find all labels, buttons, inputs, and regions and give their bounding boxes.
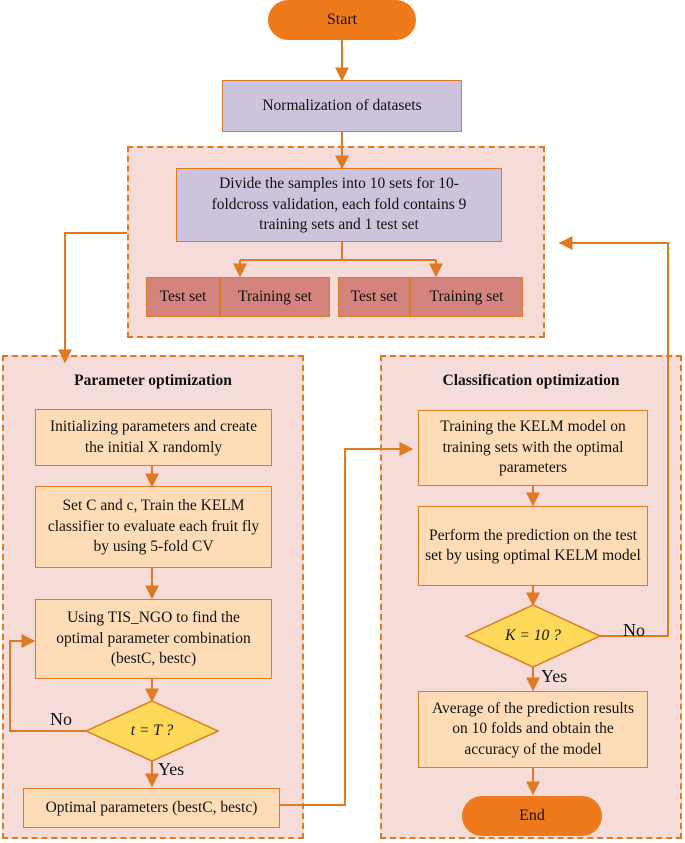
- decision-t-yes-label: Yes: [158, 759, 185, 779]
- decision-k-yes-label: Yes: [541, 666, 568, 686]
- decision-diamond-k: [464, 604, 602, 668]
- optimal-parameters-box: Optimal parameters (bestC, bestc): [23, 788, 280, 828]
- average-results-box: Average of the prediction results on 10 …: [418, 691, 648, 768]
- test-set-1: Test set: [146, 277, 220, 317]
- arrow-decision-loop: [558, 236, 669, 637]
- decision-k-label: K = 10 ?: [505, 627, 561, 644]
- decision-t-no-label: No: [50, 709, 72, 729]
- initialize-parameters-box: Initializing parameters and create the i…: [35, 409, 272, 466]
- decision-t-label: t = T ?: [130, 722, 174, 739]
- test-set-2: Test set: [338, 277, 410, 317]
- tis-ngo-search-box: Using TIS_NGO to find the optimal parame…: [35, 599, 272, 679]
- train-kelm-box: Training the KELM model on training sets…: [418, 410, 648, 486]
- training-set-1: Training set: [220, 277, 330, 317]
- divide-samples-box: Divide the samples into 10 sets for 10-f…: [176, 168, 502, 242]
- classification-optimization-title: Classification optimization: [442, 372, 620, 389]
- end-terminal: End: [462, 796, 602, 836]
- parameter-optimization-title: Parameter optimization: [74, 372, 232, 389]
- training-set-2: Training set: [410, 277, 523, 317]
- decision-diamond-t: [84, 700, 220, 762]
- start-terminal: Start: [268, 0, 416, 40]
- arrow-decision-no: [9, 634, 86, 732]
- arrow-optimal-train: [280, 442, 414, 806]
- normalization-box: Normalization of datasets: [222, 80, 462, 132]
- arrow-to-parameter: [58, 232, 127, 364]
- arrow-divide-sets: [240, 242, 436, 261]
- set-and-train-box: Set C and c, Train the KELM classifier t…: [35, 486, 272, 568]
- decision-k-no-label: No: [623, 620, 645, 640]
- prediction-box: Perform the prediction on the test set b…: [418, 506, 648, 586]
